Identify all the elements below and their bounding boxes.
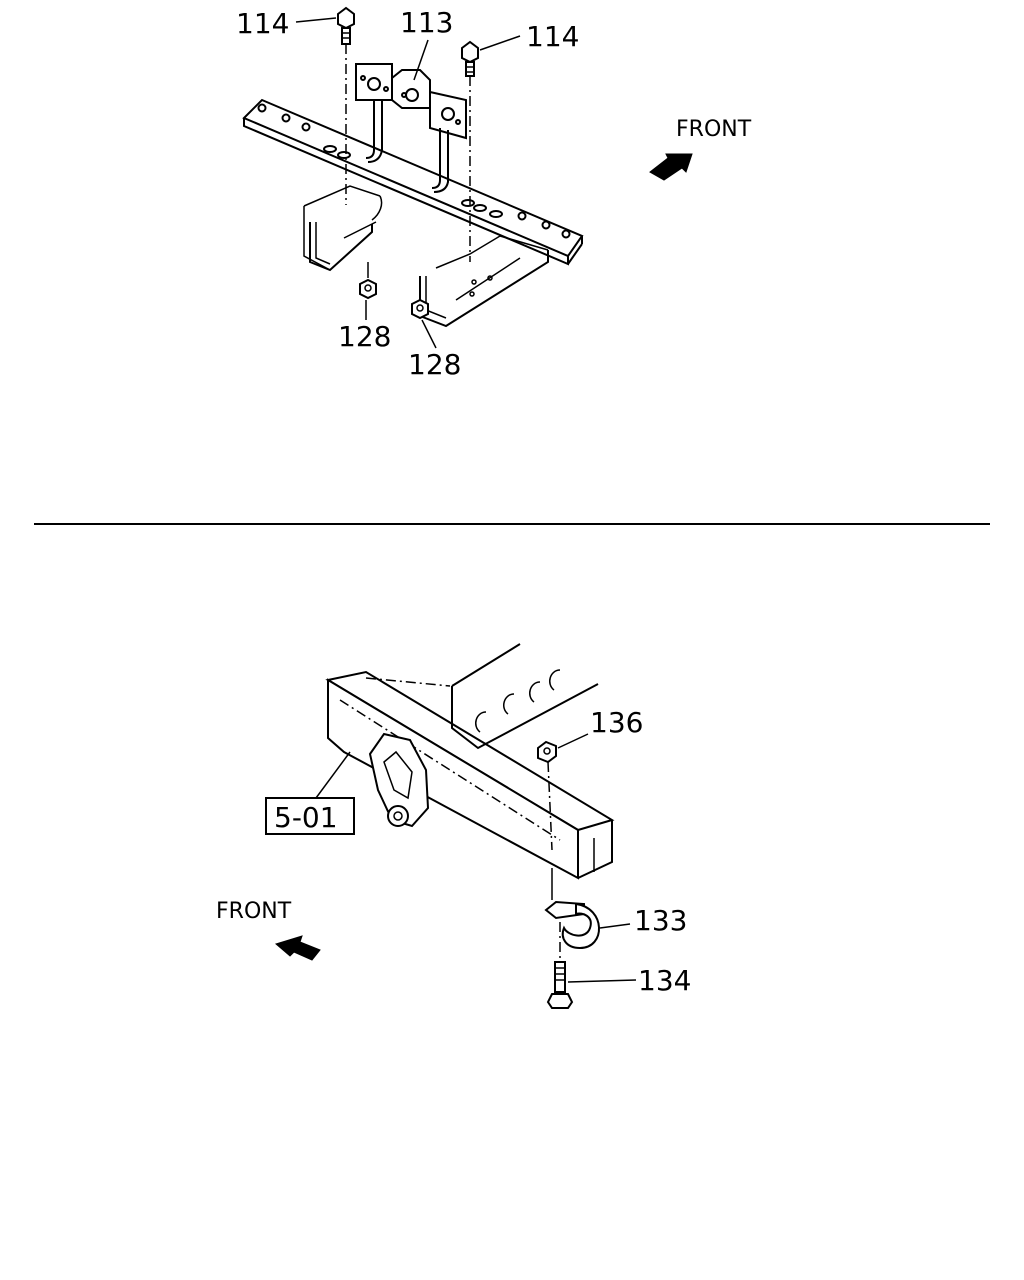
bolt-134 xyxy=(546,922,637,1009)
bolt-114-right xyxy=(461,40,479,262)
cross-rail xyxy=(242,98,584,266)
reference-box: 5-01 xyxy=(265,751,355,835)
bracket xyxy=(355,63,467,193)
upper-diagram: 114 113 114 128 128 FRONT xyxy=(236,6,752,381)
cross-member xyxy=(451,643,599,750)
frame-member-left xyxy=(303,185,383,272)
callout-113: 113 xyxy=(400,6,453,39)
front-label-lower: FRONT xyxy=(216,899,292,924)
callout-136: 136 xyxy=(590,706,643,739)
front-arrow-upper-icon xyxy=(649,153,693,181)
callout-128-right: 128 xyxy=(408,348,461,381)
nut-128-left xyxy=(359,262,377,300)
callout-114-right: 114 xyxy=(526,20,579,53)
reference-label: 5-01 xyxy=(274,801,338,834)
callout-134: 134 xyxy=(638,964,691,997)
callout-114-left: 114 xyxy=(236,7,289,40)
front-label-upper: FRONT xyxy=(676,117,752,142)
callout-133: 133 xyxy=(634,904,687,937)
front-arrow-lower-icon xyxy=(274,935,321,961)
nut-128-right xyxy=(411,276,429,320)
nut-136 xyxy=(537,733,589,851)
frame-member-right xyxy=(419,235,549,328)
lower-diagram: 5-01 136 133 134 FRONT xyxy=(216,643,691,1009)
frame-side-member xyxy=(325,670,615,880)
bolt-114-left xyxy=(337,6,355,205)
callout-128-left: 128 xyxy=(338,320,391,353)
shackle-bracket xyxy=(368,732,430,828)
tow-hook xyxy=(544,868,631,950)
